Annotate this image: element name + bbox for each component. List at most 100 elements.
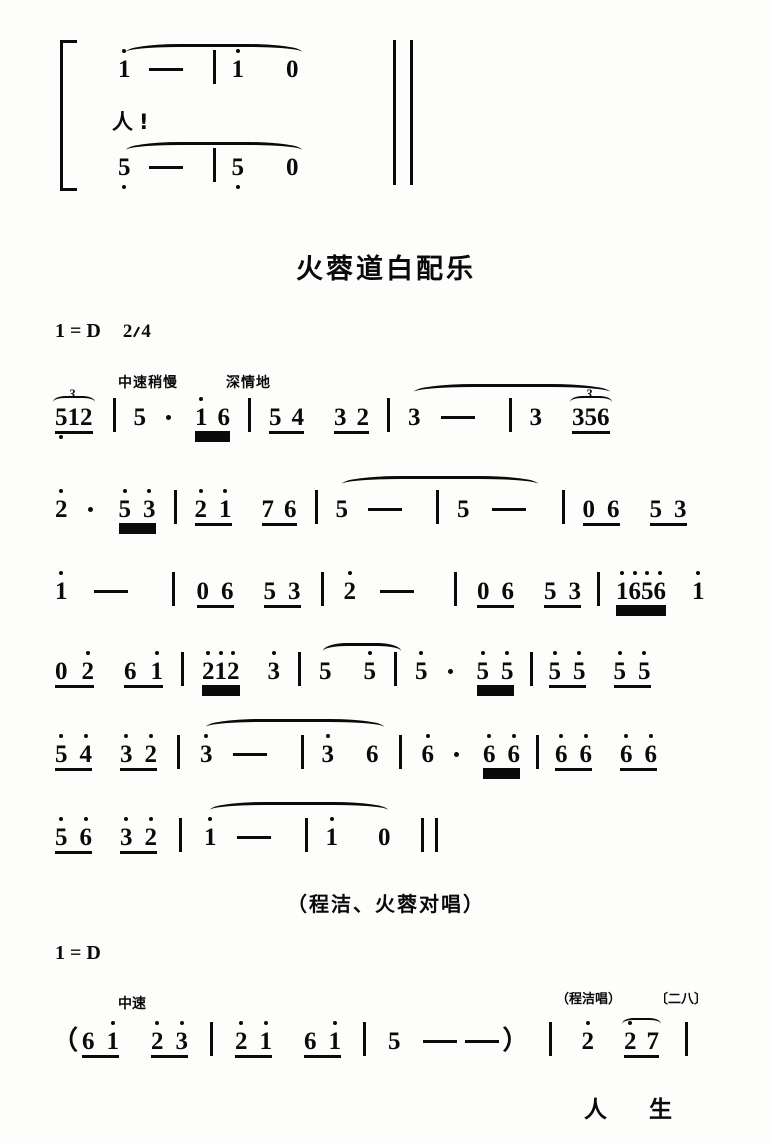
note: 3 — [321, 734, 334, 768]
note: 5 — [335, 496, 349, 523]
note-rest: 0 — [378, 824, 391, 851]
note: 5 — [613, 651, 626, 685]
slur-upper — [126, 44, 302, 60]
extend-dash — [232, 753, 267, 756]
note: 1 — [67, 404, 81, 431]
note: 6 — [284, 496, 297, 523]
top-system: 1 1 0 人! 5 5 0 — [0, 0, 772, 210]
note-rest: 0 — [286, 154, 299, 181]
barline — [436, 490, 439, 524]
extend-dash — [464, 1040, 499, 1043]
final-double-barline — [420, 818, 438, 852]
note: 5 — [638, 651, 651, 685]
triplet-number: 3 — [585, 386, 593, 401]
note: 5 — [319, 658, 332, 685]
note: 5 — [457, 496, 470, 523]
barline — [173, 490, 177, 524]
note: 6 — [628, 571, 641, 605]
barline — [529, 652, 533, 686]
note: 6 — [579, 734, 592, 768]
note: 5 — [641, 571, 654, 605]
beamed-group: 212 — [202, 651, 240, 688]
top-lyric: 人! — [112, 110, 155, 134]
note: 3 — [408, 404, 421, 431]
barline — [248, 398, 251, 432]
time-signature-slash — [133, 326, 141, 338]
key-signature: 1 = D — [55, 320, 101, 342]
triplet-group: 3 356 — [570, 386, 612, 434]
note: 5 — [231, 154, 244, 189]
note: 2 — [81, 651, 94, 685]
close-paren: ） — [502, 1026, 529, 1055]
note: 6 — [221, 578, 234, 605]
note: 1 — [325, 817, 338, 851]
note: 3 — [200, 734, 213, 768]
barline — [179, 818, 182, 852]
barline — [363, 1022, 367, 1056]
barline — [508, 398, 512, 432]
barline — [561, 490, 565, 524]
barline — [320, 572, 324, 606]
note: 1 — [214, 651, 227, 685]
note: 6 — [620, 734, 633, 768]
barline — [181, 652, 184, 686]
barline — [300, 735, 304, 769]
open-paren: （ — [52, 1026, 79, 1055]
note: 7 — [646, 1028, 660, 1055]
barline — [685, 1022, 689, 1056]
note: 6 — [82, 1028, 95, 1055]
barline — [212, 148, 216, 182]
slur — [341, 476, 538, 492]
barline — [112, 398, 116, 432]
tempo-mark-1: 中速稍慢 — [118, 375, 178, 391]
top-lower-voice: 5 5 0 — [118, 142, 302, 189]
note: 5 — [544, 578, 557, 605]
slur — [323, 643, 401, 659]
barline — [394, 652, 397, 686]
note: 2 — [235, 1021, 248, 1055]
note: 3 — [334, 404, 347, 431]
barline — [314, 490, 318, 524]
note: 2 — [356, 404, 370, 431]
note: 5 — [133, 404, 147, 431]
lyric-syllable: 人 — [584, 1097, 607, 1123]
note: 5 — [476, 651, 489, 685]
extend-dash — [422, 1040, 457, 1043]
extend-dash — [93, 590, 128, 593]
note: 2 — [80, 404, 93, 431]
note: 1 — [328, 1021, 342, 1055]
augmentation-dot — [454, 752, 459, 757]
note: 1 — [259, 1021, 273, 1055]
page-title: 火蓉道白配乐 — [296, 254, 476, 285]
note: 3 — [572, 404, 585, 431]
note: 5 — [584, 404, 598, 431]
note: 6 — [507, 734, 520, 768]
slur-lower — [126, 142, 302, 158]
duet-annotation: （程洁、火蓉对唱） — [287, 892, 485, 916]
barline — [210, 1022, 214, 1056]
barline — [304, 818, 308, 852]
note: 5 — [548, 651, 561, 685]
extend-dash — [380, 590, 414, 593]
triplet-arc — [570, 396, 612, 408]
note: 2 — [144, 817, 157, 851]
note: 5 — [55, 734, 68, 768]
barline — [212, 50, 216, 84]
note: 2 — [55, 489, 68, 523]
note: 3 — [674, 496, 687, 523]
note: 6 — [644, 734, 657, 768]
barline — [398, 735, 402, 769]
